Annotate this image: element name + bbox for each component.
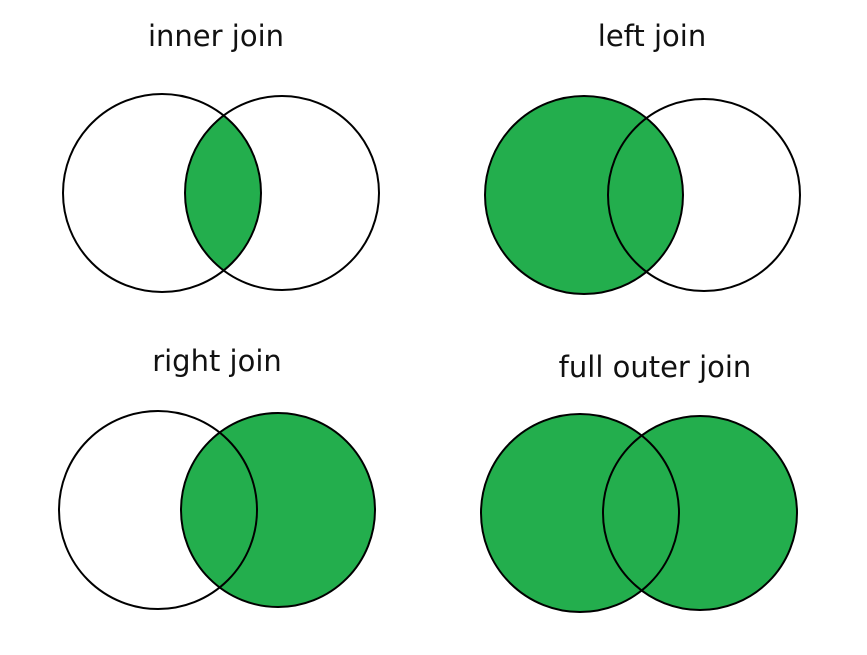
full-right-outline [602, 415, 798, 611]
full-left-outline [480, 413, 680, 613]
inner-intersection-fill [185, 96, 261, 290]
left-left-circle-fill [485, 96, 683, 294]
full-outer-join-title: full outer join [558, 350, 752, 384]
inner-right-outline [184, 95, 380, 291]
right-join-title: right join [152, 344, 282, 378]
right-right-outline [180, 412, 376, 608]
right-left-outline [58, 410, 258, 610]
inner-left-outline [62, 93, 262, 293]
left-join-title: left join [597, 19, 707, 53]
inner-join-title: inner join [147, 19, 285, 53]
left-left-outline [484, 95, 684, 295]
left-right-outline [607, 98, 801, 292]
full-right-circle-fill [603, 416, 797, 610]
right-right-circle-fill [181, 413, 375, 607]
